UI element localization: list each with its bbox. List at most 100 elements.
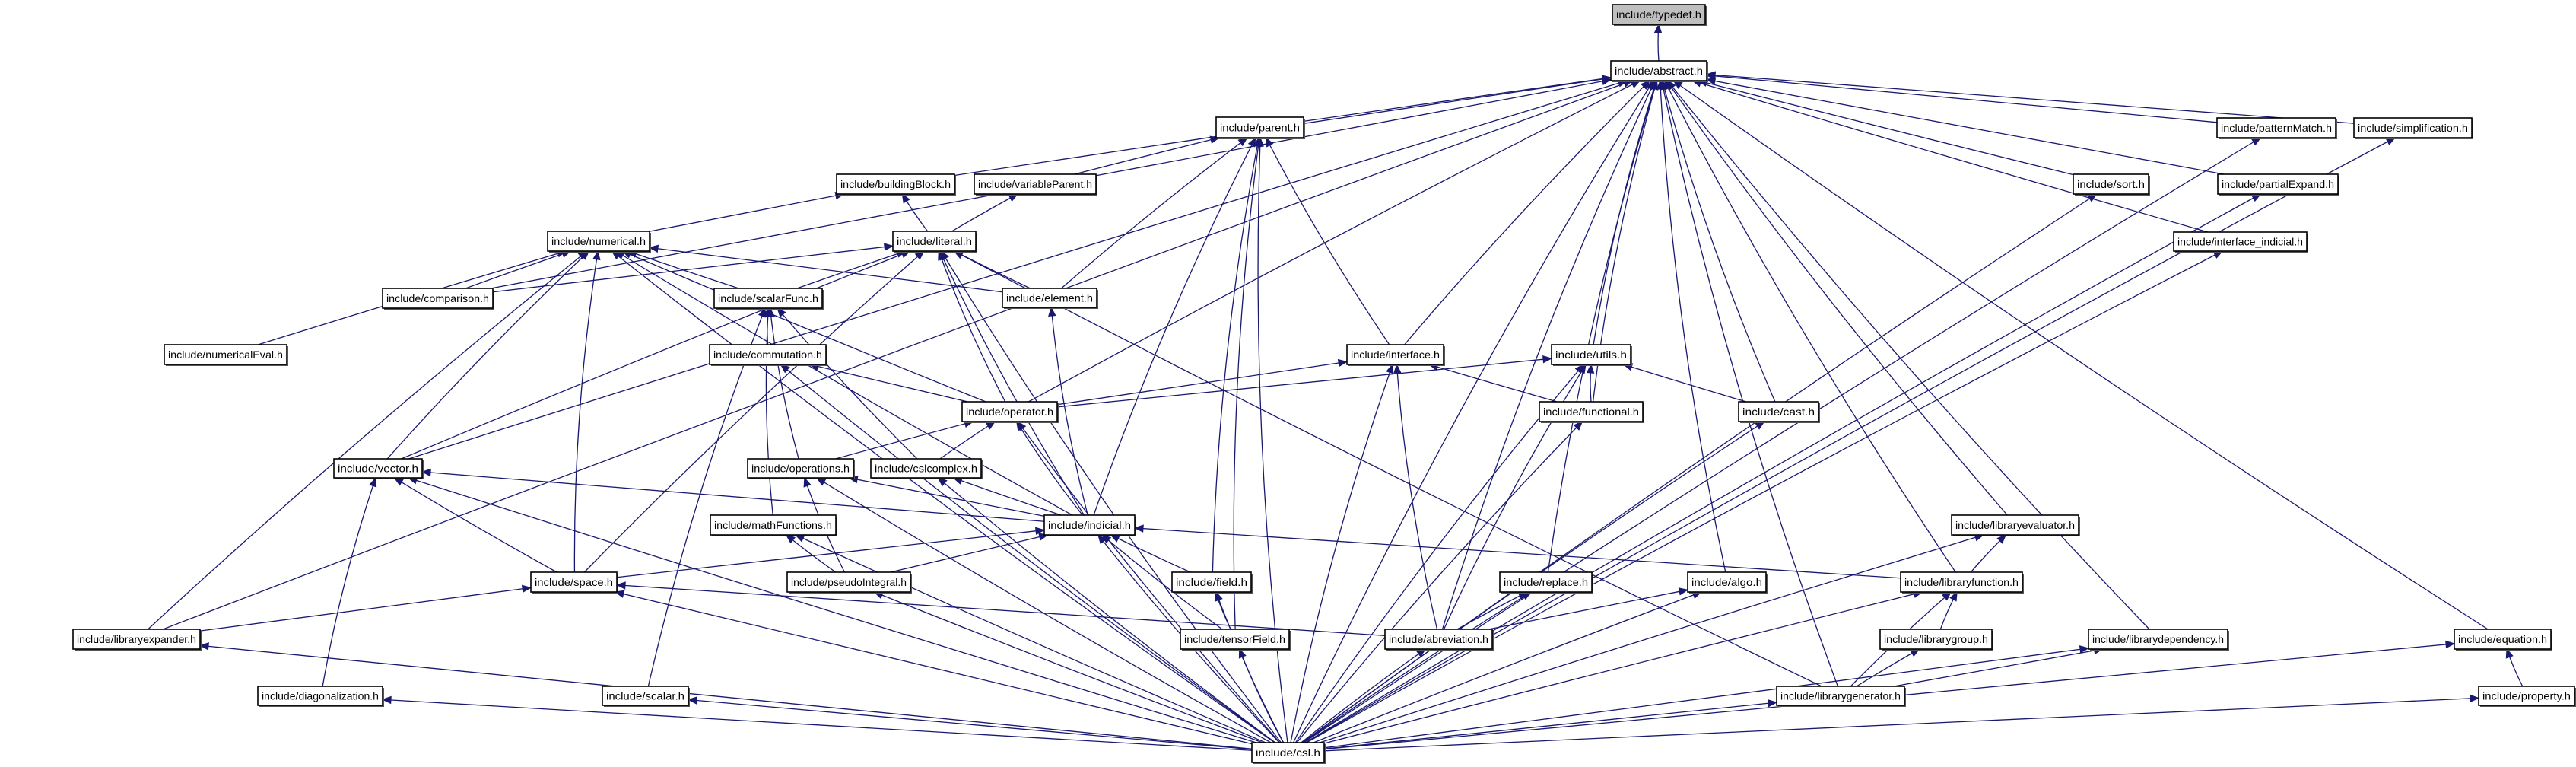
node-sort[interactable]: include/sort.h <box>2073 173 2150 196</box>
arrowhead-icon <box>767 307 775 318</box>
node-pseudoIntegral[interactable]: include/pseudoIntegral.h <box>786 571 912 594</box>
node-libraryevaluator[interactable]: include/libraryevaluator.h <box>1951 514 2080 536</box>
node-simplification[interactable]: include/simplification.h <box>2353 117 2473 139</box>
edge-operator-to-literal <box>938 250 1006 403</box>
node-label: include/cslcomplex.h <box>875 463 977 475</box>
node-libraryexpander[interactable]: include/libraryexpander.h <box>72 629 202 651</box>
arrowhead-icon <box>1048 306 1056 317</box>
edge-operations-to-operator <box>835 421 974 460</box>
node-property[interactable]: include/property.h <box>2478 686 2576 707</box>
edge-csl-to-interface <box>1290 364 1393 743</box>
arrowhead-icon <box>199 642 209 651</box>
node-label: include/cast.h <box>1742 406 1815 418</box>
node-label: include/numericalEval.h <box>168 348 283 361</box>
node-commutation[interactable]: include/commutation.h <box>709 344 827 366</box>
edge-indicial-to-cslcomplex <box>953 477 1062 516</box>
arrowhead-icon <box>521 584 532 594</box>
node-parent[interactable]: include/parent.h <box>1215 116 1305 139</box>
edge-csl-to-vector <box>408 477 1257 743</box>
node-equation[interactable]: include/equation.h <box>2454 629 2552 651</box>
node-scalarFunc[interactable]: include/scalarFunc.h <box>713 288 824 310</box>
node-box <box>870 458 982 479</box>
arrowhead-icon <box>1097 533 1107 545</box>
edge-operator-to-numerical <box>622 250 986 403</box>
arrowhead-icon <box>1574 363 1584 374</box>
edge-abreviation-to-interface <box>1396 364 1438 630</box>
node-field[interactable]: include/field.h <box>1171 571 1253 594</box>
node-label: include/libraryfunction.h <box>1904 576 2019 588</box>
node-space[interactable]: include/space.h <box>530 571 618 594</box>
edge-interface-to-parent <box>1265 137 1390 345</box>
edge-operator-to-abstract <box>1028 80 1641 403</box>
node-box <box>892 231 977 252</box>
node-label: include/sort.h <box>2077 178 2145 190</box>
node-operations[interactable]: include/operations.h <box>747 458 855 479</box>
node-cslcomplex[interactable]: include/cslcomplex.h <box>870 458 983 479</box>
node-partialExpand[interactable]: include/partialExpand.h <box>2217 173 2339 196</box>
edge-csl-to-abreviation <box>1301 648 1426 743</box>
node-librarygenerator[interactable]: include/librarygenerator.h <box>1776 686 1906 707</box>
node-label: include/comparison.h <box>386 292 489 304</box>
edge-vector-to-abstract <box>408 80 1628 460</box>
edge-operator-to-interface <box>1056 361 1348 406</box>
edge-librarygenerator-to-abstract <box>1661 80 1838 687</box>
edge-indicial-to-literal <box>939 250 1085 516</box>
node-box <box>2173 231 2308 252</box>
node-abreviation[interactable]: include/abreviation.h <box>1384 629 1494 651</box>
node-functional[interactable]: include/functional.h <box>1539 401 1644 423</box>
node-replace[interactable]: include/replace.h <box>1499 571 1593 594</box>
arrowhead-icon <box>777 307 786 318</box>
edge-numerical-to-buildingBlock <box>649 193 844 232</box>
node-diagonalization[interactable]: include/diagonalization.h <box>257 686 384 707</box>
node-interface[interactable]: include/interface.h <box>1346 344 1445 366</box>
node-utils[interactable]: include/utils.h <box>1551 344 1632 366</box>
node-cast[interactable]: include/cast.h <box>1738 401 1820 423</box>
edge-cslcomplex-to-operator <box>939 421 996 460</box>
node-variableParent[interactable]: include/variableParent.h <box>974 173 1097 196</box>
node-vector[interactable]: include/vector.h <box>333 458 424 479</box>
node-operator[interactable]: include/operator.h <box>961 401 1059 423</box>
node-typedef[interactable]: include/typedef.h <box>1612 4 1707 26</box>
node-buildingBlock[interactable]: include/buildingBlock.h <box>836 173 956 196</box>
node-interface_indicial[interactable]: include/interface_indicial.h <box>2173 231 2308 253</box>
edge-indicial-to-vector <box>421 471 1045 522</box>
node-label: include/indicial.h <box>1048 519 1131 531</box>
arrowhead-icon <box>615 581 626 590</box>
node-element[interactable]: include/element.h <box>1002 288 1098 309</box>
node-numericalEval[interactable]: include/numericalEval.h <box>164 344 288 366</box>
node-label: include/buildingBlock.h <box>840 178 951 190</box>
arrowhead-icon <box>1678 587 1689 596</box>
node-tensorField[interactable]: include/tensorField.h <box>1180 629 1291 651</box>
node-csl[interactable]: include/csl.h <box>1251 742 1326 764</box>
edge-equation-to-abstract <box>1672 80 2489 630</box>
node-libraryfunction[interactable]: include/libraryfunction.h <box>1900 571 2024 594</box>
arrowhead-icon <box>1133 524 1144 533</box>
node-box <box>2217 173 2339 195</box>
node-box <box>602 686 689 706</box>
node-box <box>709 344 827 365</box>
arrowhead-icon <box>1238 648 1247 659</box>
edge-csl-to-patternMatch <box>1303 137 2261 743</box>
nodes-layer: include/typedef.h include/abstract.h inclu… <box>72 4 2576 764</box>
node-abstract[interactable]: include/abstract.h <box>1610 60 1708 82</box>
node-label: include/operator.h <box>966 406 1053 418</box>
node-comparison[interactable]: include/comparison.h <box>382 288 494 310</box>
node-librarydependency[interactable]: include/librarydependency.h <box>2088 629 2229 651</box>
node-scalar[interactable]: include/scalar.h <box>602 686 690 707</box>
edge-abreviation-to-algo <box>1488 589 1688 630</box>
node-mathFunctions[interactable]: include/mathFunctions.h <box>710 514 837 536</box>
node-literal[interactable]: include/literal.h <box>892 231 977 253</box>
node-box <box>2454 629 2552 650</box>
node-box <box>1180 629 1290 650</box>
node-algo[interactable]: include/algo.h <box>1687 571 1768 594</box>
node-patternMatch[interactable]: include/patternMatch.h <box>2216 117 2337 139</box>
edge-libraryexpander-to-abstract <box>163 80 1633 630</box>
edge-cslcomplex-to-scalarFunc <box>777 307 918 460</box>
node-indicial[interactable]: include/indicial.h <box>1043 514 1136 536</box>
node-label: include/replace.h <box>1504 576 1588 588</box>
edge-comparison-to-literal <box>492 245 894 293</box>
edge-tensorField-to-parent <box>1233 137 1260 630</box>
node-box <box>257 686 383 706</box>
node-numerical[interactable]: include/numerical.h <box>547 231 651 253</box>
node-librarygroup[interactable]: include/librarygroup.h <box>1879 629 1993 651</box>
